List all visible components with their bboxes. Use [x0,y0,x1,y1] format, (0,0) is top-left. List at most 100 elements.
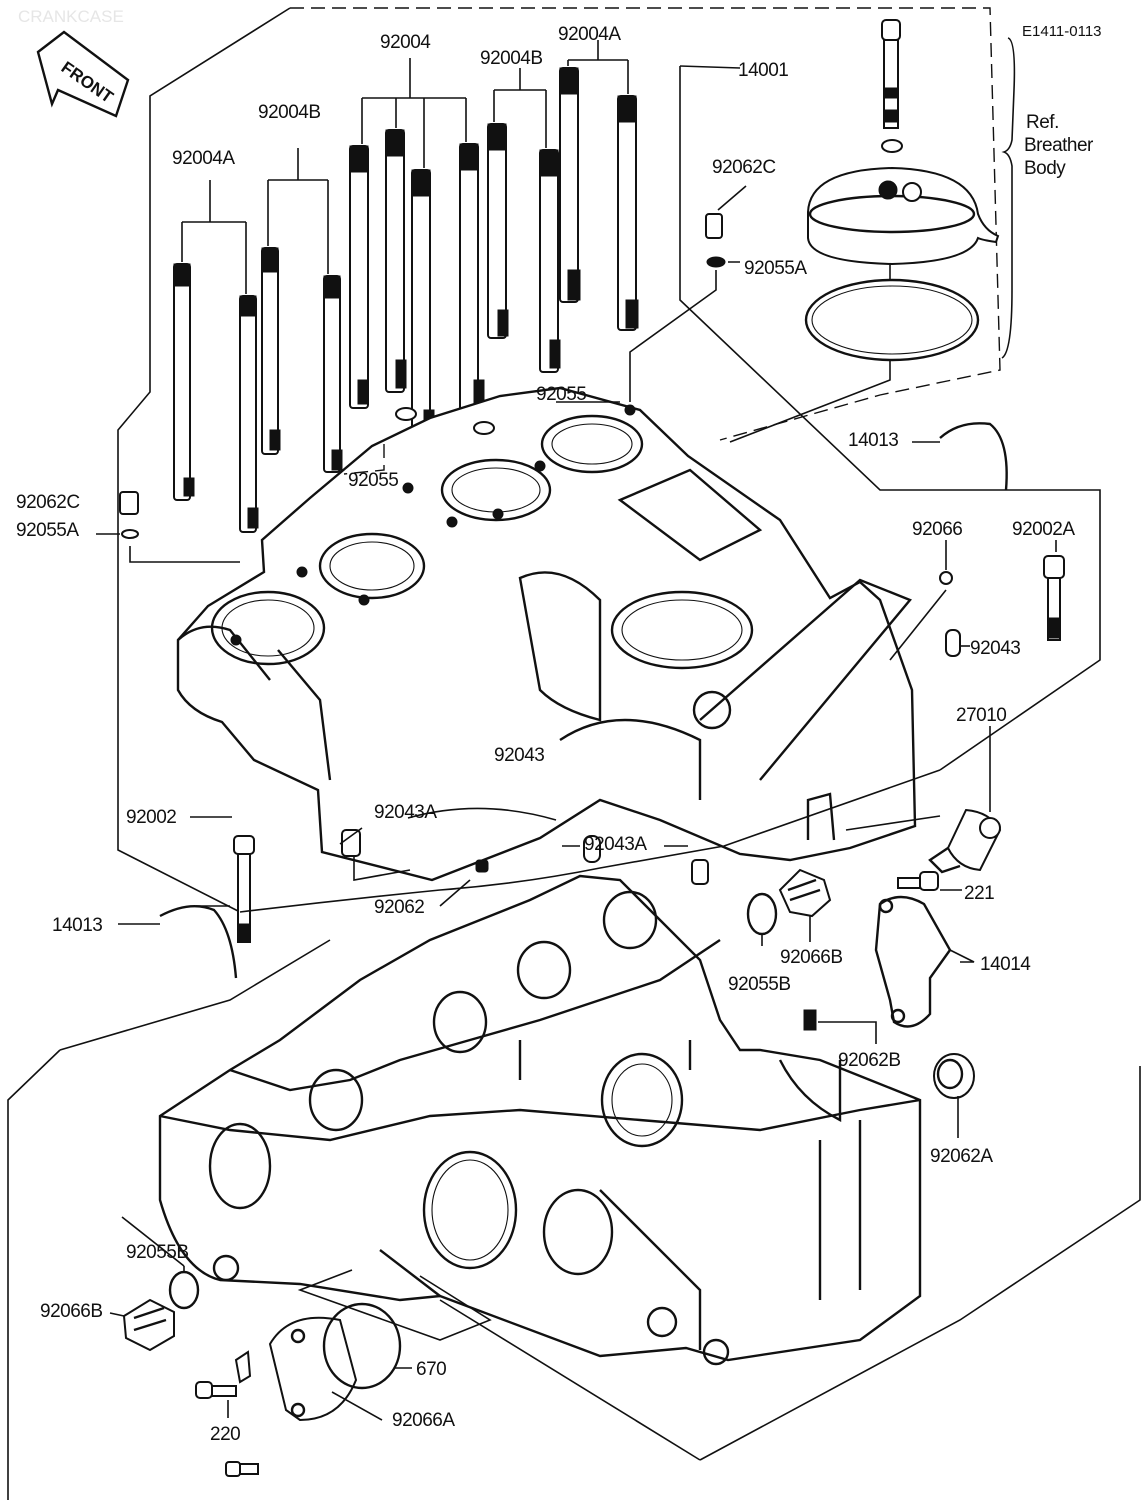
dowel-pin-icon [945,629,961,657]
strainer-outline [297,1269,492,1341]
svg-text:Breather: Breather [1024,135,1094,156]
stud-bolt-icon [487,123,509,339]
stud-bolt-icon [239,295,259,533]
oil-pressure-switch-icon [928,808,1002,874]
dowel-pin-icon [705,213,723,239]
o-ring-icon [121,529,139,539]
thrust-washer-icon [939,422,1008,491]
svg-text:Ref.: Ref. [1026,112,1059,133]
gasket-icon [234,1350,252,1384]
breather-cover-icon [807,166,1000,266]
o-ring-670-icon [322,1302,402,1390]
watermark-text: CRANKCASE [18,7,124,26]
part-label: 92055A [16,520,79,541]
part-label: 14014 [980,954,1031,975]
part-label: 92066 [912,519,962,540]
part-label: 92055A [744,258,807,279]
part-label: 14001 [738,60,788,81]
o-ring-icon [746,892,778,936]
stud-bolt-icon [323,275,343,473]
part-label: 92055B [126,1242,189,1263]
part-label: 670 [416,1359,446,1380]
assembly-outline-dash [290,7,1001,441]
stud-bolt-icon [559,67,581,303]
stud-bolt-icon [539,149,561,373]
part-label: 92004B [480,48,543,69]
breather-bolt-shank-icon [883,39,899,129]
part-label: 92062 [374,897,424,918]
o-ring-icon [706,256,726,268]
assembly-outline-right [679,66,1101,771]
part-label: 92066B [780,947,843,968]
part-label: 92002 [126,807,176,828]
bolt-221-icon [897,871,939,891]
part-label: 92066B [40,1301,103,1322]
cover-14014-icon [874,895,952,1028]
part-label: 14013 [848,430,898,451]
thrust-washer-icon [159,904,238,979]
lower-outline-top [239,769,941,913]
stud-bolt-icon [385,129,407,393]
ball-icon [939,571,953,585]
upper-crankcase [176,386,917,882]
part-label: 92043A [374,802,437,823]
breather-bolt-head-icon [881,19,901,41]
part-label: 92004B [258,102,321,123]
bolt-92002-icon [233,835,255,943]
plug-icon [475,859,489,873]
dowel-pin-icon [583,835,601,863]
breather-washer-icon [881,139,903,153]
breather-body-assembly [729,19,1000,443]
plug-92062A-icon [933,1053,975,1099]
bolt-220-icon [225,1461,259,1477]
leader-lines [109,816,363,1317]
part-label: 92004 [380,32,431,53]
part-label: 92055B [728,974,791,995]
part-number-labels: 14001 92004 92004A 92004B 92004B 92004A … [16,24,1076,1445]
part-label: 14013 [52,915,102,936]
diagram-code: E1411-0113 [1022,23,1102,40]
part-label: 221 [964,883,994,904]
o-ring-icon [395,407,417,421]
part-label: 92062A [930,1146,993,1167]
part-label: 92043A [584,834,647,855]
front-arrow-icon: FRONT [36,30,130,118]
o-ring-icon [473,421,495,435]
drain-plug-icon [778,868,832,918]
dowel-pin-icon [691,859,709,885]
strainer-cover-icon [268,1316,358,1422]
stud-bolt-icon [411,169,435,439]
lower-outline-left [7,939,331,1500]
svg-text:Body: Body [1024,158,1066,179]
stud-bolt-group [173,67,639,533]
dowel-pin-icon [341,829,361,857]
stud-bolt-icon [261,247,281,455]
stud-callout-brackets [181,40,741,294]
part-label: 92004A [558,24,621,45]
reference-bracket [1001,37,1016,359]
stud-bolt-icon [173,263,195,501]
part-label: 92002A [1012,519,1075,540]
part-label: 92062C [16,492,80,513]
part-label: 27010 [956,705,1006,726]
part-label: 92055 [348,470,398,491]
drain-plug-icon [122,1298,175,1352]
bolt-220-icon [195,1381,237,1399]
lower-crankcase [158,874,922,1366]
part-label: 220 [210,1424,240,1445]
part-label: 92004A [172,148,235,169]
o-ring-icon [168,1270,200,1310]
oil-plug-icon [803,1009,817,1031]
stud-bolt-icon [459,143,485,415]
assembly-outline-left [117,7,291,913]
part-label: 92055 [536,384,586,405]
reference-note: Ref. Breather Body [1024,112,1095,179]
part-label: 92043 [494,745,544,766]
bolt-92002A-icon [1043,555,1065,641]
part-label: 92062C [712,157,776,178]
stud-bolt-icon [349,145,369,409]
breather-o-ring-icon [804,278,980,362]
stud-bolt-icon [617,95,639,331]
part-label: 92062B [838,1050,901,1071]
